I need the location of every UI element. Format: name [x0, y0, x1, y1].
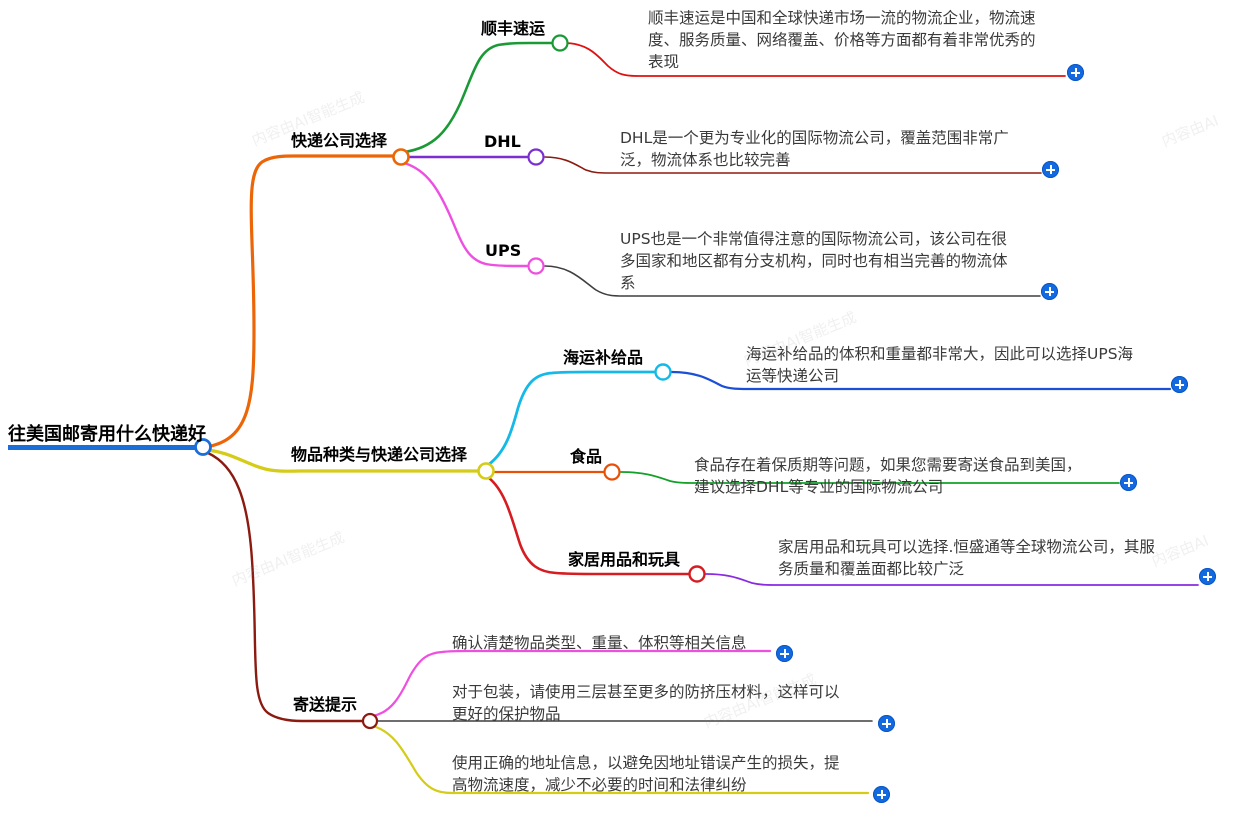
detail-line: 度、服务质量、网络覆盖、价格等方面都有着非常优秀的: [648, 31, 1036, 49]
edge-sea-to-detail: [670, 370, 1172, 391]
node-dot-branch3[interactable]: [361, 712, 379, 730]
edge-sf-to-detail: [563, 42, 1066, 77]
detail-text-dhl: DHL是一个更为专业化的国际物流公司，覆盖范围非常广 泛，物流体系也比较完善: [620, 127, 1020, 171]
detail-line: 系: [620, 274, 636, 292]
branch-label-shipping-tips[interactable]: 寄送提示: [293, 695, 358, 714]
expand-button-sea-supplies[interactable]: [1171, 376, 1188, 393]
detail-line: 使用正确的地址信息，以避免因地址错误产生的损失，提: [452, 754, 840, 772]
leaf-label-dhl[interactable]: DHL: [484, 132, 521, 151]
detail-text-tip-1: 确认清楚物品类型、重量、体积等相关信息: [452, 632, 852, 654]
expand-button-tip-2[interactable]: [878, 715, 895, 732]
detail-text-tip-3: 使用正确的地址信息，以避免因地址错误产生的损失，提 高物流速度，减少不必要的时间…: [452, 752, 872, 796]
leaf-label-ups[interactable]: UPS: [485, 241, 522, 260]
edge-home-to-detail: [705, 573, 1199, 586]
node-dot-branch-2[interactable]: [477, 462, 495, 480]
node-dot-home[interactable]: [688, 565, 706, 583]
edge-branch2-to-home: [487, 476, 690, 576]
edge-branch1-to-sf: [402, 41, 559, 154]
node-dot-branch-1[interactable]: [392, 148, 410, 166]
edge-root-to-branch-1: [204, 154, 400, 449]
detail-line: 家居用品和玩具可以选择.恒盛通等全球物流公司，其服: [778, 538, 1155, 556]
edge-branch3-to-tip3: [371, 724, 870, 795]
leaf-label-home-goods-toys[interactable]: 家居用品和玩具: [568, 550, 681, 569]
detail-line: 建议选择DHL等专业的国际物流公司: [694, 478, 944, 496]
edge-branch1-to-ups: [402, 161, 529, 268]
detail-line: 更好的保护物品: [452, 705, 561, 723]
detail-text-sea-supplies: 海运补给品的体积和重量都非常大，因此可以选择UPS海 运等快递公司: [746, 343, 1146, 387]
detail-text-food: 食品存在着保质期等问题，如果您需要寄送食品到美国， 建议选择DHL等专业的国际物…: [694, 454, 1094, 498]
edge-ups-to-detail: [544, 265, 1041, 297]
leaf-label-food[interactable]: 食品: [570, 447, 603, 466]
expand-button-tip-3[interactable]: [873, 786, 890, 803]
expand-button-ups[interactable]: [1041, 283, 1058, 300]
branch-label-item-type-courier[interactable]: 物品种类与快递公司选择: [291, 445, 468, 464]
detail-text-tip-2: 对于包装，请使用三层甚至更多的防挤压材料，这样可以 更好的保护物品: [452, 681, 872, 725]
node-dot-sf[interactable]: [551, 34, 569, 52]
node-dot-food[interactable]: [603, 463, 621, 481]
detail-text-ups: UPS也是一个非常值得注意的国际物流公司，该公司在很 多国家和地区都有分支机构，…: [620, 228, 1020, 294]
detail-line: UPS也是一个非常值得注意的国际物流公司，该公司在很: [620, 230, 1008, 248]
leaf-label-sea-supplies[interactable]: 海运补给品: [563, 348, 644, 367]
node-dot-sea[interactable]: [654, 363, 672, 381]
edge-root-to-branch-3: [206, 451, 369, 723]
expand-button-tip-1[interactable]: [776, 645, 793, 662]
edge-root-to-branch-2: [204, 448, 484, 473]
detail-text-sf-express: 顺丰速运是中国和全球快递市场一流的物流企业，物流速 度、服务质量、网络覆盖、价格…: [648, 7, 1048, 73]
edge-branch2-to-sea: [486, 370, 656, 467]
expand-button-sf-express[interactable]: [1067, 64, 1084, 81]
expand-button-home-goods-toys[interactable]: [1199, 568, 1216, 585]
edge-dhl-to-detail: [544, 156, 1042, 174]
detail-line: 食品存在着保质期等问题，如果您需要寄送食品到美国，: [694, 456, 1082, 474]
expand-button-food[interactable]: [1120, 474, 1137, 491]
detail-line: 泛，物流体系也比较完善: [620, 151, 791, 169]
edge-branch3-to-tip1: [371, 649, 772, 718]
root-node-label[interactable]: 往美国邮寄用什么快递好: [8, 424, 206, 445]
node-dot-ups[interactable]: [527, 257, 545, 275]
detail-line: 多国家和地区都有分支机构，同时也有相当完善的物流体: [620, 252, 1008, 270]
detail-line: 顺丰速运是中国和全球快递市场一流的物流企业，物流速: [648, 9, 1036, 27]
detail-line: 确认清楚物品类型、重量、体积等相关信息: [452, 634, 747, 652]
detail-line: 对于包装，请使用三层甚至更多的防挤压材料，这样可以: [452, 683, 840, 701]
edge-food-to-detail: [620, 471, 1120, 484]
detail-text-home-goods-toys: 家居用品和玩具可以选择.恒盛通等全球物流公司，其服 务质量和覆盖面都比较广泛: [778, 536, 1178, 580]
expand-button-dhl[interactable]: [1042, 161, 1059, 178]
detail-line: DHL是一个更为专业化的国际物流公司，覆盖范围非常广: [620, 129, 1009, 147]
node-dot-root[interactable]: [194, 438, 212, 456]
leaf-label-sf-express[interactable]: 顺丰速运: [481, 19, 546, 38]
branch-label-courier-selection[interactable]: 快递公司选择: [291, 131, 388, 150]
detail-line: 海运补给品的体积和重量都非常大，因此可以选择UPS海: [746, 345, 1134, 363]
node-dot-dhl[interactable]: [527, 148, 545, 166]
detail-line: 务质量和覆盖面都比较广泛: [778, 560, 965, 578]
detail-line: 高物流速度，减少不必要的时间和法律纠纷: [452, 776, 747, 794]
detail-line: 表现: [648, 53, 680, 71]
detail-line: 运等快递公司: [746, 367, 840, 385]
